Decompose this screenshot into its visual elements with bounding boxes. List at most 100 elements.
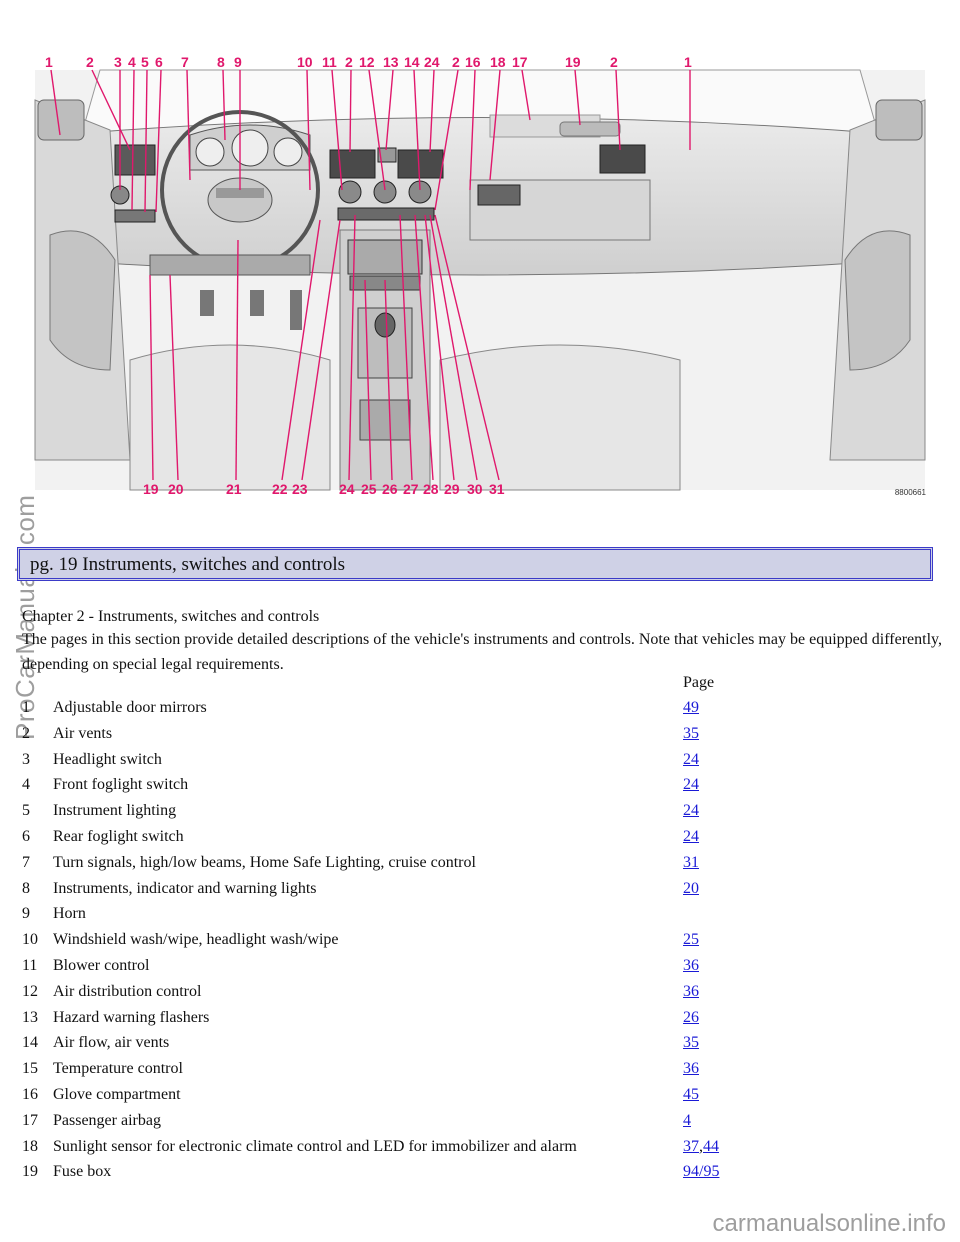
item-description: Air distribution control xyxy=(53,982,202,1000)
item-pages: 25 xyxy=(683,929,699,951)
callout-19: 19 xyxy=(565,54,581,70)
page-link[interactable]: 24 xyxy=(683,750,699,768)
callout-b20: 20 xyxy=(168,481,184,497)
item-description: Sunlight sensor for electronic climate c… xyxy=(53,1137,577,1155)
callout-b28: 28 xyxy=(423,481,439,497)
table-row: 14 Air flow, air vents 35 xyxy=(22,1032,942,1058)
callout-12: 12 xyxy=(359,54,375,70)
item-pages: 24 xyxy=(683,774,699,796)
dashboard-diagram: 1 2 3 4 5 6 7 8 9 10 11 2 12 13 14 24 2 … xyxy=(20,40,940,510)
item-pages: 24 xyxy=(683,749,699,771)
item-description: Blower control xyxy=(53,956,150,974)
page-link[interactable]: 94/95 xyxy=(683,1163,720,1181)
item-number: 7 xyxy=(22,853,30,871)
callout-b19: 19 xyxy=(143,481,159,497)
table-row: 18 Sunlight sensor for electronic climate… xyxy=(22,1136,942,1162)
table-row: 7 Turn signals, high/low beams, Home Safe… xyxy=(22,852,942,878)
callout-18: 18 xyxy=(490,54,506,70)
item-number: 17 xyxy=(22,1111,38,1129)
figure-code: 8800661 xyxy=(894,488,926,497)
item-pages: 31 xyxy=(683,852,699,874)
dashboard-illustration xyxy=(34,69,926,491)
page-link[interactable]: 36 xyxy=(683,982,699,1000)
page-link[interactable]: 4 xyxy=(683,1111,691,1129)
item-number: 2 xyxy=(22,724,30,742)
page-link[interactable]: 26 xyxy=(683,1008,699,1026)
page-link[interactable]: 44 xyxy=(703,1137,719,1155)
page-link[interactable]: 31 xyxy=(683,853,699,871)
item-number: 5 xyxy=(22,802,30,820)
item-number: 13 xyxy=(22,1008,38,1026)
callout-1b: 1 xyxy=(684,54,692,70)
callout-b26: 26 xyxy=(382,481,398,497)
callout-6: 6 xyxy=(155,54,163,70)
page-link[interactable]: 45 xyxy=(683,1085,699,1103)
callout-16: 16 xyxy=(465,54,481,70)
item-description: Hazard warning flashers xyxy=(53,1008,210,1026)
item-description: Front foglight switch xyxy=(53,776,189,794)
page-link[interactable]: 36 xyxy=(683,956,699,974)
item-description: Windshield wash/wipe, headlight wash/wip… xyxy=(53,931,339,949)
item-pages: 49 xyxy=(683,697,699,719)
callout-b24: 24 xyxy=(339,481,355,497)
page-link[interactable]: 20 xyxy=(683,879,699,897)
page-link[interactable]: 35 xyxy=(683,1034,699,1052)
item-number: 11 xyxy=(22,956,38,974)
item-description: Instruments, indicator and warning light… xyxy=(53,879,317,897)
item-description: Air flow, air vents xyxy=(53,1034,170,1052)
item-description: Turn signals, high/low beams, Home Safe … xyxy=(53,853,476,871)
page-link[interactable]: 24 xyxy=(683,827,699,845)
callout-2c: 2 xyxy=(452,54,460,70)
callout-9: 9 xyxy=(234,54,242,70)
page-link[interactable]: 24 xyxy=(683,802,699,820)
item-pages: 24 xyxy=(683,800,699,822)
item-description: Fuse box xyxy=(53,1163,112,1181)
callout-b31: 31 xyxy=(489,481,505,497)
item-number: 1 xyxy=(22,699,30,716)
page-column-header: Page xyxy=(683,674,715,691)
page-link[interactable]: 24 xyxy=(683,776,699,794)
item-description: Instrument lighting xyxy=(53,802,177,820)
item-number: 10 xyxy=(22,931,38,949)
callout-4: 4 xyxy=(128,54,136,70)
item-number: 9 xyxy=(22,905,30,923)
item-number: 6 xyxy=(22,827,30,845)
page-link[interactable]: 37 xyxy=(683,1137,699,1155)
item-pages: 36 xyxy=(683,981,699,1003)
item-number: 19 xyxy=(22,1163,38,1181)
page-link[interactable]: 36 xyxy=(683,1060,699,1078)
item-pages: 37,44 xyxy=(683,1137,719,1155)
callout-13: 13 xyxy=(383,54,399,70)
callout-b23: 23 xyxy=(292,481,308,497)
item-description: Horn xyxy=(53,905,86,923)
chapter-heading: Chapter 2 - Instruments, switches and co… xyxy=(22,608,320,625)
item-number: 14 xyxy=(22,1034,38,1052)
item-pages: 36 xyxy=(683,1058,699,1080)
table-row: 9 Horn xyxy=(22,903,942,929)
page-link[interactable]: 25 xyxy=(683,931,699,949)
page-link[interactable]: 35 xyxy=(683,724,699,742)
item-pages: 20 xyxy=(683,878,699,900)
footer-watermark: carmanualsonline.info xyxy=(712,1210,946,1237)
item-number: 3 xyxy=(22,750,30,768)
item-pages: 94/95 xyxy=(683,1161,719,1183)
callout-3: 3 xyxy=(114,54,122,70)
table-row: 11 Blower control 36 xyxy=(22,955,942,981)
item-description: Headlight switch xyxy=(53,750,162,768)
callout-b29: 29 xyxy=(444,481,460,497)
item-number: 18 xyxy=(22,1137,38,1155)
callout-b21: 21 xyxy=(226,481,242,497)
callout-14: 14 xyxy=(404,54,420,70)
table-row: 5 Instrument lighting 24 xyxy=(22,800,942,826)
page-link[interactable]: 49 xyxy=(683,699,699,716)
